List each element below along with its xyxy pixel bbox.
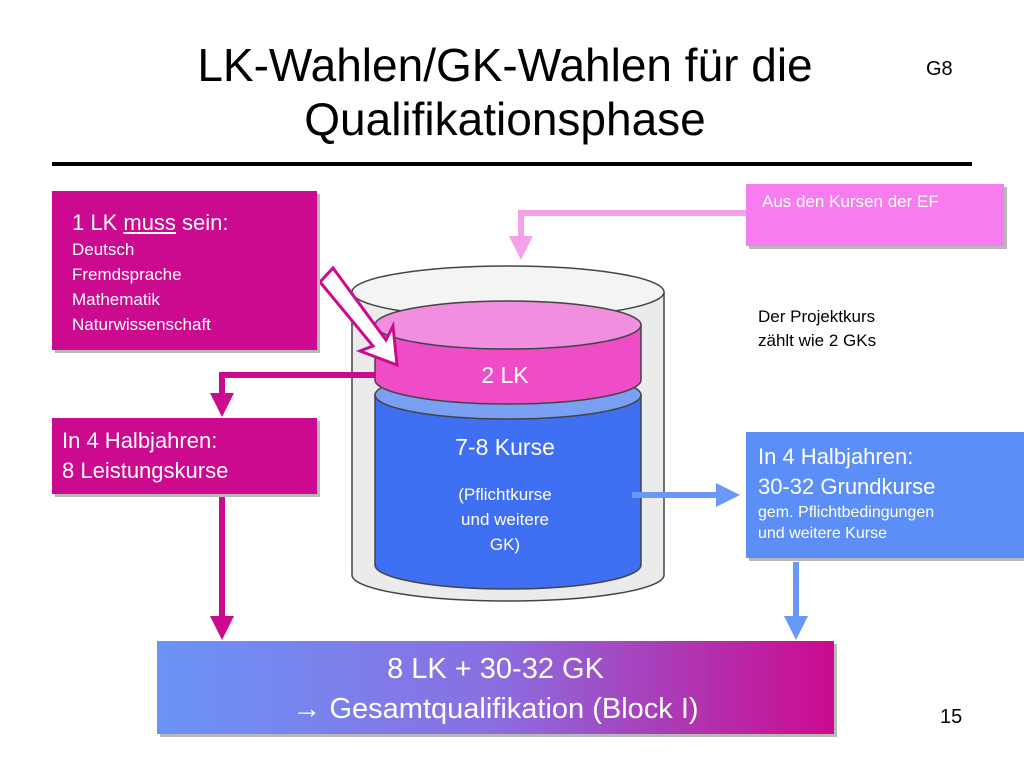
- result-line-sum: 8 LK + 30-32 GK: [387, 653, 604, 685]
- lk-requirement-heading: 1 LK muss sein:: [72, 210, 229, 235]
- result-box: 8 LK + 30-32 GK → Gesamtqualifikation (B…: [157, 641, 834, 734]
- lk-halfyear-line: In 4 Halbjahren:: [62, 428, 218, 453]
- page-number: 15: [940, 706, 963, 728]
- lk-requirement-item: Naturwissenschaft: [72, 315, 211, 334]
- lk-requirement-item: Deutsch: [72, 240, 135, 259]
- lk-must-to-cylinder-arrow: [318, 265, 399, 368]
- gk-halfyear-box: In 4 Halbjahren: 30-32 Grundkurse gem. P…: [746, 432, 1024, 558]
- gk-halfyear-line: 30-32 Grundkurse: [758, 474, 936, 499]
- projektkurs-line: Der Projektkurs: [758, 307, 876, 326]
- result-line-qualification: → Gesamtqualifikation (Block I): [292, 693, 699, 725]
- ef-courses-label: Aus den Kursen der EF: [762, 192, 939, 211]
- lk-cylinder: [374, 300, 642, 405]
- cylinder-gk-title: 7-8 Kurse: [455, 434, 555, 460]
- title-divider: [52, 162, 972, 166]
- cylinder-lk-label: 2 LK: [481, 362, 529, 388]
- lk-requirement-box: 1 LK muss sein: Deutsch Fremdsprache Mat…: [52, 191, 317, 350]
- ef-courses-box: Aus den Kursen der EF: [746, 184, 1004, 246]
- course-badge: G8: [926, 58, 953, 80]
- projektkurs-note: Der Projektkurs zählt wie 2 GKs: [758, 305, 876, 353]
- cylinder-gk-subtitle-line: (Pflichtkurse: [458, 485, 552, 504]
- lk-halfyear-box: In 4 Halbjahren: 8 Leistungskurse: [52, 418, 317, 494]
- lk-requirement-item: Mathematik: [72, 290, 160, 309]
- lk-requirement-item: Fremdsprache: [72, 265, 182, 284]
- gk-halfyear-line: gem. Pflichtbedingungen: [758, 504, 935, 521]
- gk-halfyear-line: In 4 Halbjahren:: [758, 444, 914, 469]
- lk-halfyear-line: 8 Leistungskurse: [62, 458, 229, 483]
- cylinder-gk-subtitle-line: und weitere: [461, 510, 549, 529]
- projektkurs-line: zählt wie 2 GKs: [758, 331, 877, 350]
- ef-to-cylinder-arrow: [509, 210, 746, 260]
- gk-halfyear-line: und weitere Kurse: [758, 525, 887, 542]
- page-title-text: LK-Wahlen/GK-Wahlen für die Qualifikatio…: [197, 39, 813, 145]
- cylinder-gk-subtitle-line: GK): [489, 535, 521, 554]
- cylinder-to-lk-half-arrow: [210, 372, 375, 417]
- page-title: LK-Wahlen/GK-Wahlen für die Qualifikatio…: [120, 38, 890, 146]
- cylinder-gk-subtitle: (Pflichtkurse und weitere GK): [430, 482, 580, 557]
